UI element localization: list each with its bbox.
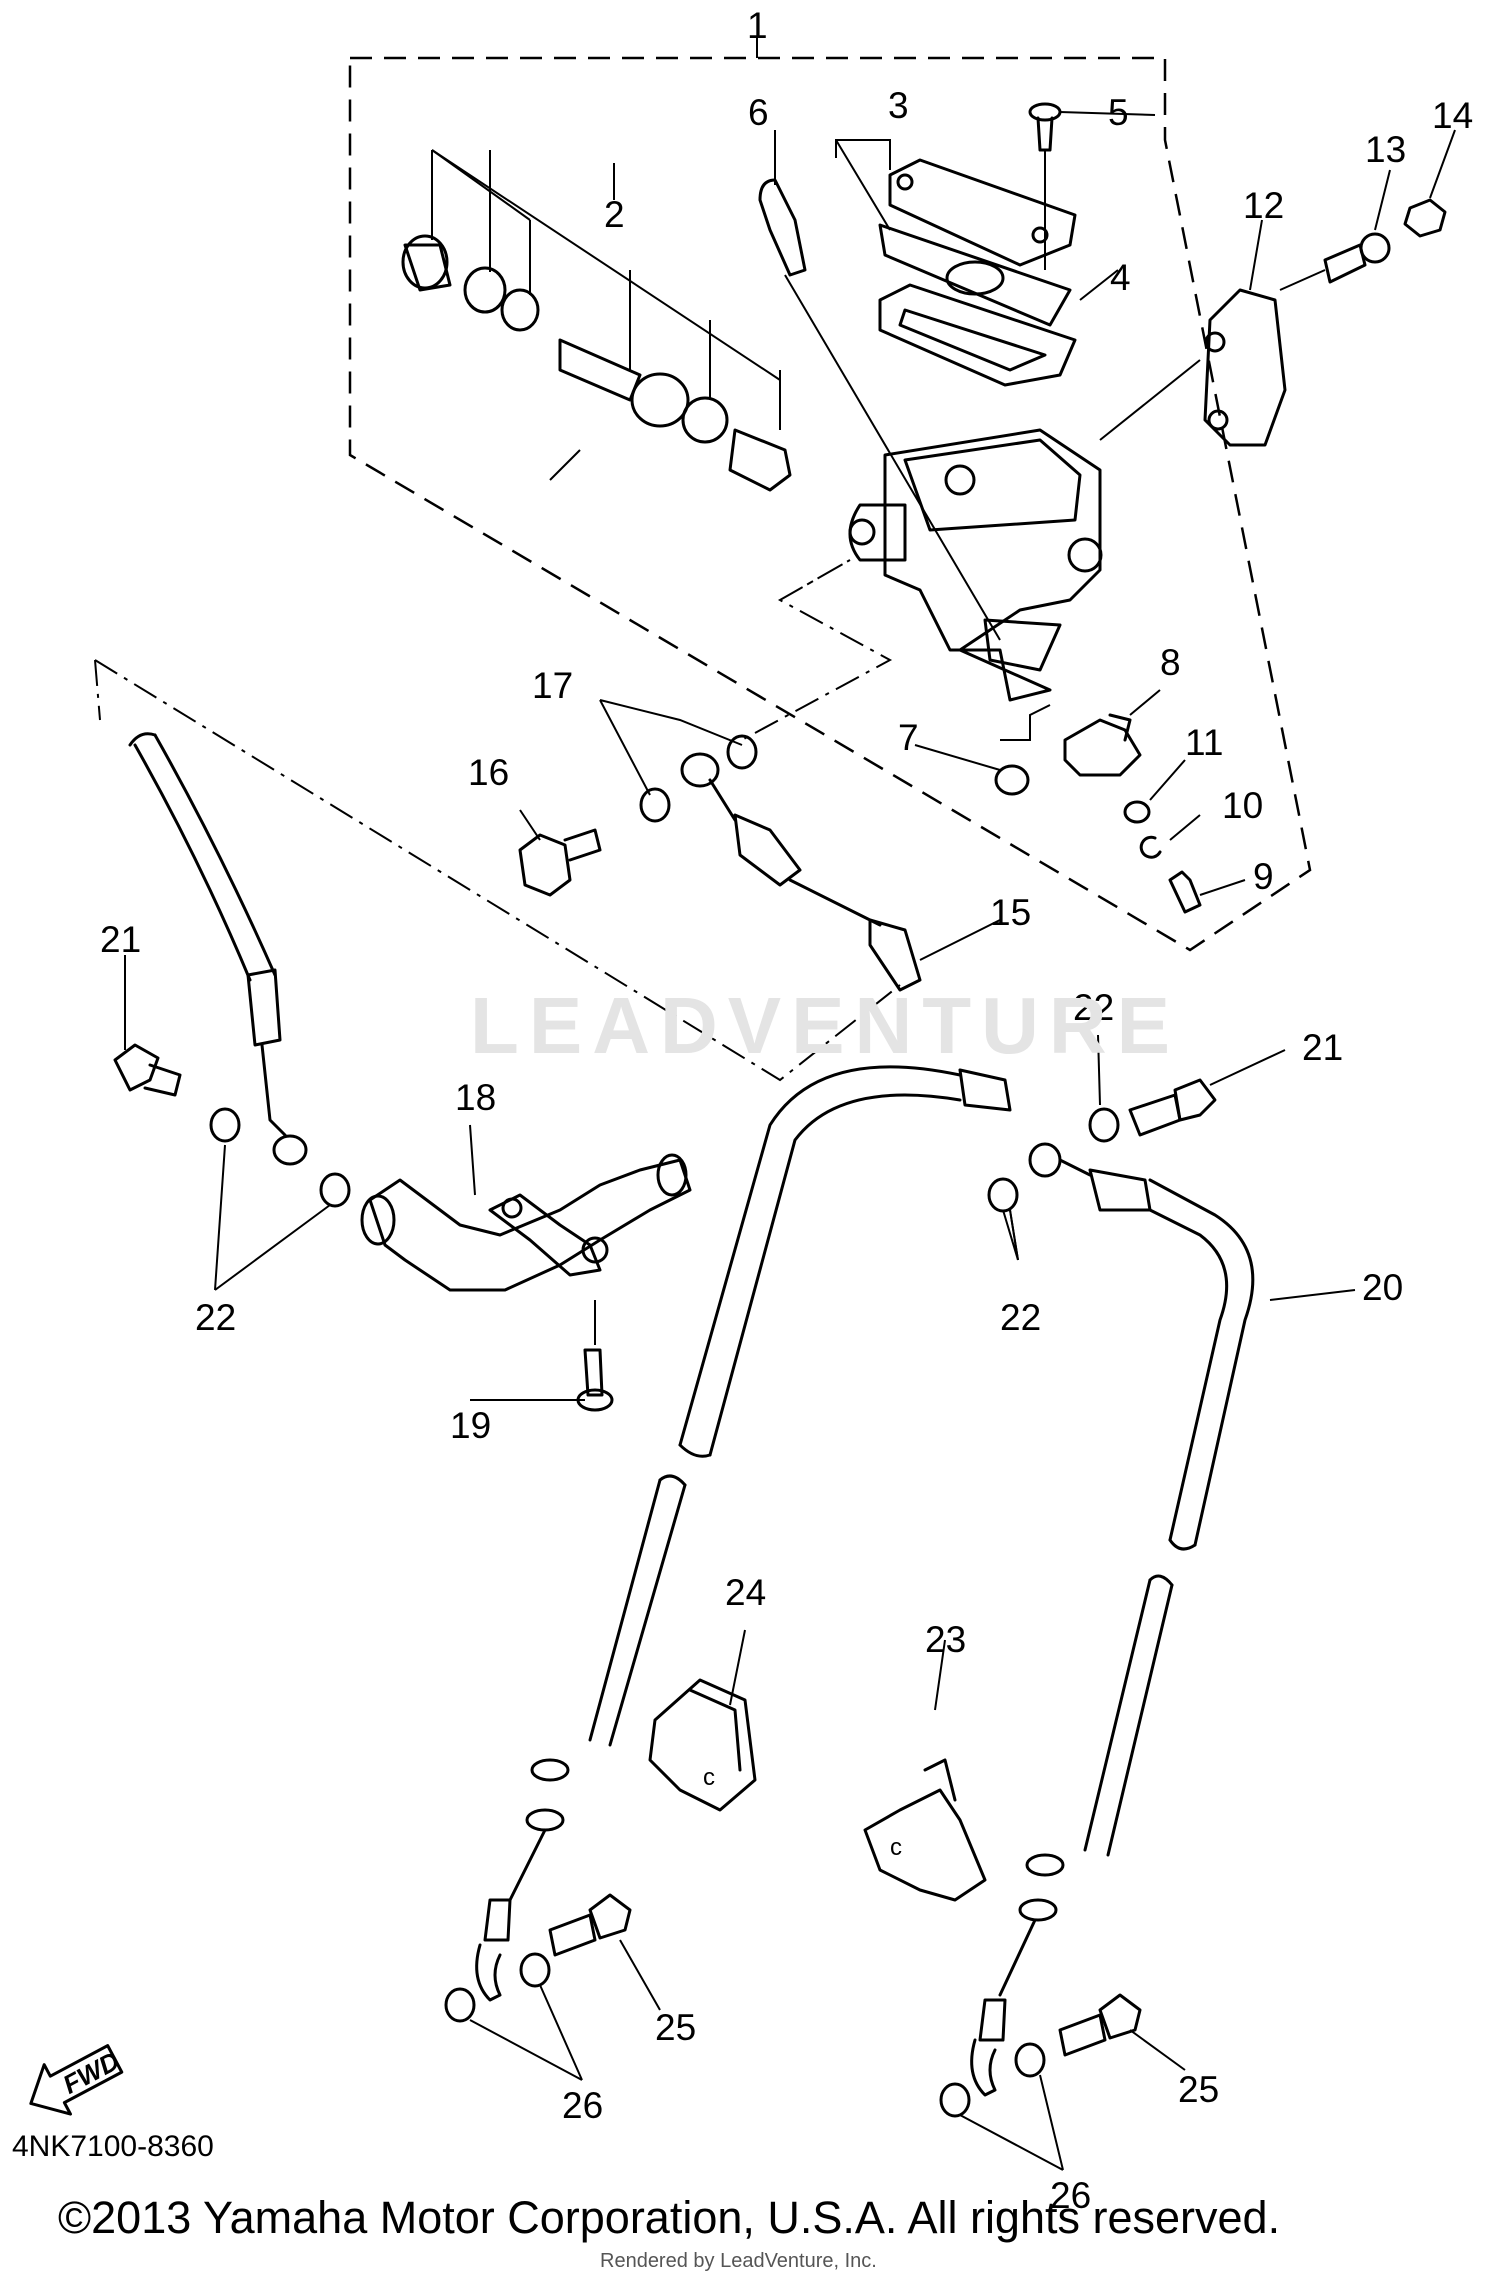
hose-routing-line [94,659,101,721]
holder-nut [1403,198,1447,238]
leader-line [469,1629,1186,2171]
copper-washer [1014,2042,1046,2078]
callout-label: 21 [100,919,141,960]
brake-hose-lower-left [475,1474,687,2002]
callout-label: 26 [562,2085,603,2126]
switch-circlip [1139,835,1162,859]
callout-label: 20 [1362,1267,1403,1308]
callout-label: 13 [1365,129,1406,170]
callout-label: 10 [1222,785,1263,826]
callout-labels: 1 2 3 4 5 6 7 8 9 10 11 12 13 14 15 16 1… [100,5,1473,2216]
callout-label: 5 [1108,92,1129,133]
piston-kit [401,149,792,492]
callout-label: 9 [1253,856,1274,897]
copper-washer [639,787,671,823]
copper-washer [444,1987,476,2023]
union-bolt-right [1128,1078,1217,1137]
hose-clamp: c [863,1758,987,1902]
callout-label: 22 [1073,987,1114,1028]
hose-clamp: c [648,1678,757,1812]
callout-label: 14 [1432,95,1473,136]
copper-washer [1088,1107,1120,1143]
caliper-union-bolt [548,1893,632,1957]
hose-routing-line [94,659,901,1082]
callout-label: 17 [532,665,573,706]
joint-bolt [576,1300,614,1412]
caliper-union-bolt [1058,1993,1142,2057]
leader-line [519,699,1001,961]
brake-hose-short [680,752,922,992]
brake-hose-upper [128,732,308,1166]
cover-screw [1028,102,1062,270]
diagram-code: 4NK7100-8360 [12,2130,214,2163]
callout-label: 24 [725,1572,766,1613]
callout-label: 19 [450,1405,491,1446]
switch-washer [1123,800,1151,824]
bleed-screw [758,178,1001,641]
callout-label: 1 [747,5,768,46]
master-cylinder-body [848,428,1103,702]
copyright-notice: ©2013 Yamaha Motor Corporation, U.S.A. A… [58,2192,1281,2243]
forward-direction-arrow: FWD [29,2044,124,2116]
callout-label: 3 [888,85,909,126]
svg-text:c: c [890,1834,902,1861]
callout-label: 16 [468,752,509,793]
copper-washer [939,2082,971,2118]
holder-bolt [1279,232,1391,291]
switch-rubber-boot [994,764,1030,796]
callout-label: 18 [455,1077,496,1118]
callout-label: 25 [1178,2069,1219,2110]
callout-label: 22 [1000,1297,1041,1338]
callout-label: 7 [898,717,919,758]
copper-washer [987,1177,1019,1213]
callout-label: 11 [1185,722,1223,763]
switch-screw [1168,870,1202,914]
brake-hose-lower-right [970,1574,1174,2097]
hose-routing-line [741,559,893,741]
copper-washer [519,1952,551,1988]
brake-light-switch [1000,704,1142,777]
callout-label: 15 [990,892,1031,933]
copper-washer [319,1172,351,1208]
callout-label: 6 [748,92,769,133]
leader-line [214,1144,1019,1291]
brake-hose-joint [360,1153,692,1292]
callout-label: 21 [1302,1027,1343,1068]
svg-text:c: c [703,1764,715,1791]
reservoir-cap-set [878,158,1077,387]
leader-line [549,111,1456,896]
copper-washer [726,734,758,770]
callout-label: 8 [1160,642,1181,683]
callout-label: 4 [1110,257,1131,298]
assembly-boundary [348,56,1312,952]
union-bolt [518,828,602,897]
master-cylinder-holder [1099,288,1287,447]
brake-hose-upper-u [678,1065,1255,1551]
callout-label: 12 [1243,185,1284,226]
copper-washer [209,1107,241,1143]
leader-line [124,955,1356,1401]
callout-label: 26 [1050,2175,1091,2216]
callout-label: 2 [604,194,625,235]
callout-label: 22 [195,1297,236,1338]
watermark: LEADVENTURE [470,981,1181,1070]
callout-label: 25 [655,2007,696,2048]
callout-label: 23 [925,1619,966,1660]
union-bolt-left [113,1043,182,1097]
callout-1-bracket [756,38,758,58]
rendered-by-notice: Rendered by LeadVenture, Inc. [600,2250,877,2272]
